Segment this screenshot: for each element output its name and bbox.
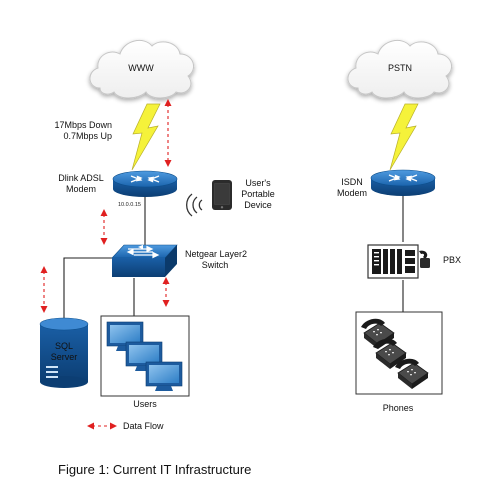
connection-lines bbox=[63, 196, 404, 322]
users-portable-device bbox=[186, 180, 232, 217]
server-icon bbox=[39, 317, 89, 388]
switch-label-line2: Switch bbox=[201, 260, 229, 270]
monitor-icon bbox=[106, 321, 144, 351]
phones-group bbox=[355, 311, 443, 395]
data-flow-arrow-icon bbox=[164, 99, 172, 167]
pbx-icon bbox=[367, 244, 419, 279]
switch-label-line1: Netgear Layer2 bbox=[185, 249, 248, 259]
sql-server bbox=[39, 317, 89, 388]
netgear-layer2-switch bbox=[111, 244, 178, 277]
pbx bbox=[367, 244, 430, 279]
legend-data-flow-arrow-icon bbox=[87, 422, 117, 430]
portable-device-label-line2: Portable bbox=[241, 189, 275, 199]
modem-ip-label: 10.0.0.15 bbox=[118, 202, 141, 208]
pbx-label: PBX bbox=[443, 255, 462, 265]
tablet-icon bbox=[212, 180, 232, 210]
dlink-modem-label-line2: Modem bbox=[65, 184, 97, 194]
cloud-icon bbox=[347, 39, 453, 99]
wireless-signal-icon bbox=[186, 193, 203, 217]
portable-device-label-line3: Device bbox=[244, 200, 272, 210]
dlink-adsl-modem bbox=[112, 170, 178, 197]
telephone-icon bbox=[419, 250, 430, 268]
sql-server-label-line1: SQL bbox=[54, 341, 74, 351]
dlink-modem-label-line1: Dlink ADSL bbox=[58, 173, 104, 183]
figure-caption: Figure 1: Current IT Infrastructure bbox=[58, 462, 252, 477]
lightning-icon bbox=[389, 103, 419, 171]
isdn-modem-label-line1: ISDN bbox=[341, 177, 363, 187]
switch-icon bbox=[111, 244, 178, 277]
data-flow-arrow-icon bbox=[100, 209, 108, 245]
www-cloud-label: WWW bbox=[128, 63, 154, 73]
isdn-modem bbox=[370, 169, 436, 196]
users-label: Users bbox=[133, 399, 157, 409]
data-flow-arrow-icon bbox=[40, 266, 48, 313]
cloud-icon bbox=[89, 39, 195, 99]
www-cloud bbox=[89, 39, 195, 99]
data-flow-arrows bbox=[40, 99, 172, 430]
pstn-cloud-label: PSTN bbox=[387, 63, 413, 73]
monitor-icon bbox=[145, 361, 183, 391]
phones-label: Phones bbox=[382, 403, 414, 413]
adsl-speed-down-label: 17Mbps Down bbox=[54, 120, 112, 130]
users-group bbox=[100, 315, 190, 397]
portable-device-label-line1: User's bbox=[245, 178, 271, 188]
telephone-icon bbox=[395, 358, 429, 389]
router-icon bbox=[370, 169, 436, 196]
router-icon bbox=[112, 170, 178, 197]
legend-data-flow-label: Data Flow bbox=[123, 421, 164, 431]
telephone-icon bbox=[373, 338, 407, 369]
data-flow-arrow-icon bbox=[162, 277, 170, 307]
sql-server-label-line2: Server bbox=[50, 352, 78, 362]
adsl-speed-up-label: 0.7Mbps Up bbox=[63, 131, 112, 141]
pstn-cloud bbox=[347, 39, 453, 99]
isdn-modem-label-line2: Modem bbox=[336, 188, 368, 198]
lightning-icon bbox=[131, 103, 161, 171]
switch-to-sql-line bbox=[63, 257, 112, 322]
